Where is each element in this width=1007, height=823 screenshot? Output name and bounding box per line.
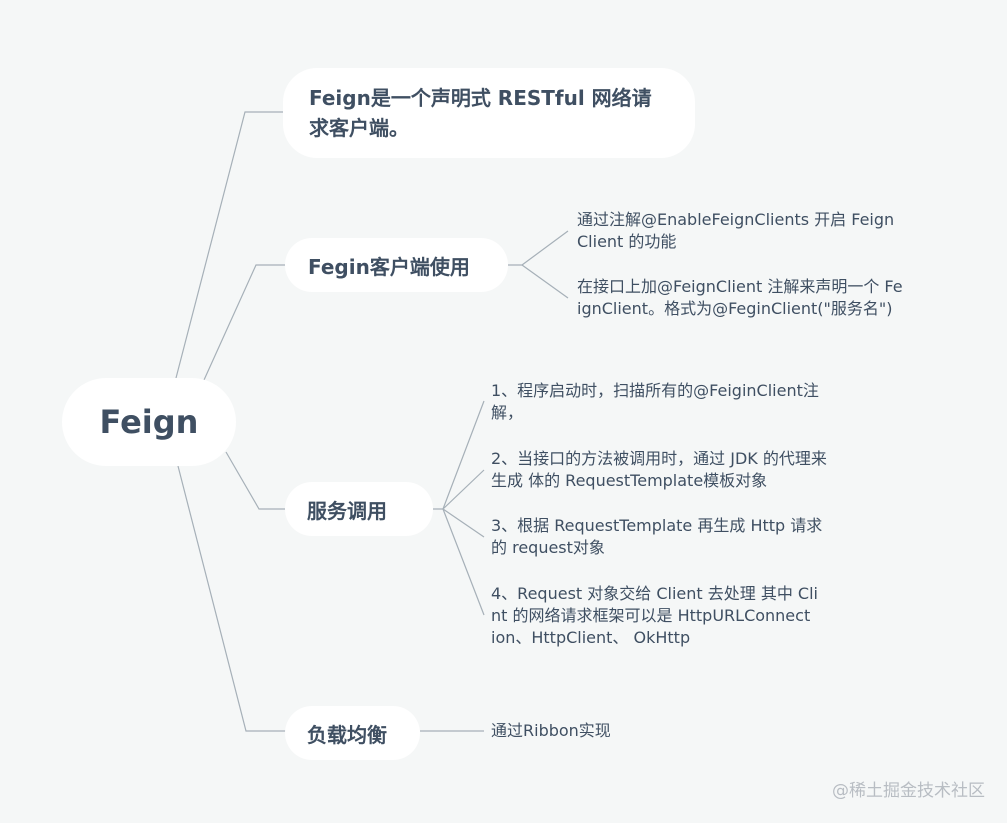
root-label: Feign <box>99 403 199 441</box>
link-branch-2-child-2 <box>521 264 569 299</box>
leaf-client-usage-1[interactable]: 通过注解@EnableFeignClients 开启 Feign Client … <box>577 209 894 253</box>
leaf-service-call-1[interactable]: 1、程序启动时，扫描所有的@FeiginClient注 解， <box>491 380 819 424</box>
leaf-service-call-2[interactable]: 2、当接口的方法被调用时，通过 JDK 的代理来 生成 体的 RequestTe… <box>491 448 827 492</box>
leaf-line: 4、Request 对象交给 Client 去处理 其中 Cli <box>491 584 818 603</box>
watermark-text: @稀土掘金技术社区 <box>832 781 985 801</box>
leaf-client-usage-2[interactable]: 在接口上加@FeignClient 注解来声明一个 Fe ignClient。格… <box>577 276 903 320</box>
link-root-branch-4 <box>177 465 286 732</box>
leaf-line: 2、当接口的方法被调用时，通过 JDK 的代理来 <box>491 449 827 468</box>
leaf-line: 解， <box>491 403 524 422</box>
link-branch-3-child-4 <box>442 508 485 616</box>
leaf-line: 1、程序启动时，扫描所有的@FeiginClient注 <box>491 381 819 400</box>
branch-2-label: Fegin客户端使用 <box>308 254 470 279</box>
leaf-line: 通过Ribbon实现 <box>491 721 611 740</box>
leaf-load-balancing-1[interactable]: 通过Ribbon实现 <box>491 720 611 742</box>
branch-node-client-usage[interactable]: Fegin客户端使用 <box>285 238 508 292</box>
branch-1-line-2: 求客户端。 <box>309 116 409 140</box>
branch-node-feign-intro[interactable]: Feign是一个声明式 RESTful 网络请 求客户端。 <box>283 68 695 158</box>
branch-node-load-balancing[interactable]: 负载均衡 <box>285 706 420 760</box>
link-root-branch-1 <box>175 111 284 379</box>
branch-3-label: 服务调用 <box>307 498 387 523</box>
branch-1-line-1: Feign是一个声明式 RESTful 网络请 <box>309 86 652 110</box>
leaf-line: 在接口上加@FeignClient 注解来声明一个 Fe <box>577 277 903 296</box>
leaf-line: ignClient。格式为@FeginClient("服务名") <box>577 299 893 318</box>
branch-4-label: 负载均衡 <box>307 722 387 747</box>
link-root-branch-2 <box>203 264 286 381</box>
link-branch-2-child-1 <box>508 230 569 266</box>
leaf-line: 生成 体的 RequestTemplate模板对象 <box>491 471 768 490</box>
leaf-service-call-4[interactable]: 4、Request 对象交给 Client 去处理 其中 Cli nt 的网络请… <box>491 583 818 649</box>
link-branch-3-child-3 <box>442 508 485 538</box>
leaf-line: Client 的功能 <box>577 232 677 251</box>
branch-node-service-call[interactable]: 服务调用 <box>285 482 433 536</box>
leaf-line: nt 的网络请求框架可以是 HttpURLConnect <box>491 606 811 625</box>
link-branch-3-child-2 <box>442 469 485 510</box>
root-node-feign[interactable]: Feign <box>62 378 236 466</box>
leaf-line: 3、根据 RequestTemplate 再生成 Http 请求 <box>491 516 823 535</box>
link-branch-3-child-1 <box>433 400 485 510</box>
leaf-line: 通过注解@EnableFeignClients 开启 Feign <box>577 210 895 229</box>
leaf-service-call-3[interactable]: 3、根据 RequestTemplate 再生成 Http 请求 的 reque… <box>491 515 822 559</box>
link-root-branch-3 <box>225 451 286 510</box>
leaf-line: ion、HttpClient、 OkHttp <box>491 628 691 647</box>
leaf-line: 的 request对象 <box>491 538 605 557</box>
